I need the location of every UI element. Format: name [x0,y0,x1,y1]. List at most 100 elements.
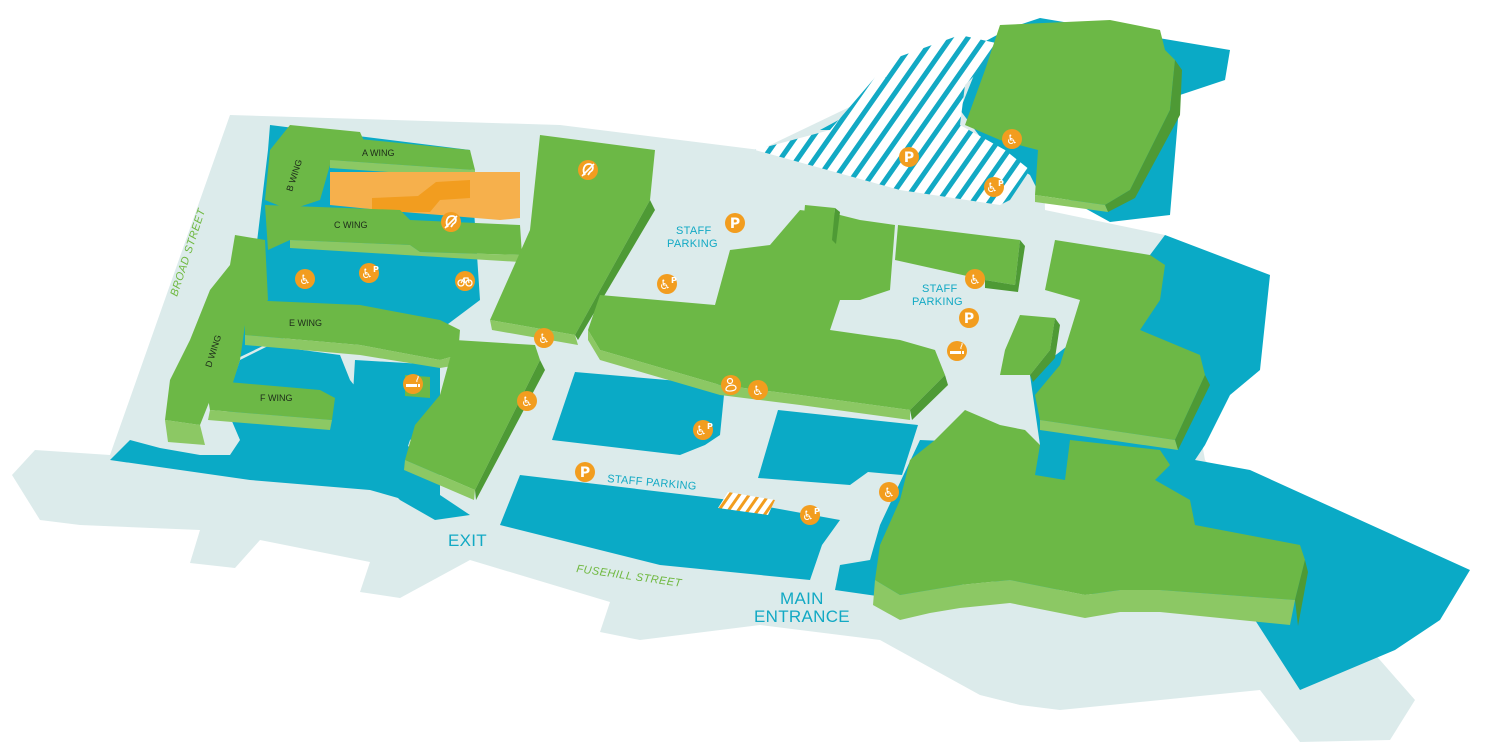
svg-text:♿: ♿ [986,181,998,196]
wheelchair-icon: ♿ [879,482,899,502]
e-wing-front [245,335,458,368]
central-main-front [588,330,910,420]
svg-text:♿: ♿ [299,273,311,288]
hearing-loop-icon [578,160,598,180]
svg-text:P: P [671,276,677,285]
bicycle-icon [455,271,475,291]
svg-text:P: P [814,507,820,516]
water-pond-small [392,258,435,290]
svg-text:♿: ♿ [802,509,814,524]
baby-change-icon [721,375,741,395]
wheelchair-icon: ♿ [534,328,554,348]
svg-text:♿: ♿ [1006,133,1018,148]
wing-label-a: A WING [362,148,395,158]
parking-icon: P [725,213,745,233]
east-block-top [1035,240,1205,440]
c-wing-building [265,205,522,255]
southeast-side [1295,560,1308,626]
building-southwest [405,340,540,490]
lot-label-staff-east-1: STAFF [922,283,958,295]
hatched-parking-north [755,35,1030,205]
svg-text:P: P [730,216,740,232]
buildings [165,20,1308,626]
accessible-parking-icon: ♿P [657,274,677,294]
main-entrance-label-1: MAIN [780,589,824,608]
building-central [588,205,1025,420]
d-wing-front [165,420,205,445]
tall-block-west [490,135,655,335]
east-small-block-side [1030,318,1060,382]
svg-text:♿: ♿ [659,278,671,293]
svg-text:♿: ♿ [521,395,533,410]
building-west-complex [165,125,655,500]
north-block-side [1105,60,1182,212]
central-main-top [588,210,945,410]
building-southeast [873,410,1308,626]
svg-text:P: P [707,422,713,431]
building-southwest-front [404,460,475,500]
wing-label-f: F WING [260,393,293,403]
central-annex-ne [895,225,1020,285]
central-tower-small [802,205,835,240]
parking-icon: P [575,462,595,482]
southeast-top [875,410,1305,600]
parking-icon: P [959,308,979,328]
wing-label-c: C WING [334,220,368,230]
e-wing-building [245,300,460,360]
wheelchair-icon: ♿ [517,391,537,411]
north-block-top [965,20,1175,205]
accessible-parking-icon: ♿P [984,177,1004,197]
hearing-loop-icon [441,212,461,232]
svg-text:♿: ♿ [883,486,895,501]
lot-label-staff-east-2: PARKING [912,296,963,308]
smoking-area-icon [403,374,423,394]
svg-text:♿: ♿ [969,273,981,288]
building-north [965,20,1182,212]
water-south [500,475,840,580]
f-wing-building [205,380,335,420]
water-central-right [758,410,918,485]
svg-text:P: P [373,265,379,274]
svg-text:P: P [998,179,1004,188]
water-central-left [552,372,725,455]
hatched-area-south [718,492,775,515]
north-block-front [1035,195,1108,212]
lot-label-staff-north-2: PARKING [667,238,718,250]
c-wing-front [290,240,522,262]
a-wing-building [320,135,475,170]
svg-text:P: P [904,150,914,166]
accessible-parking-icon: ♿P [800,505,820,525]
building-east [1000,240,1210,450]
svg-text:♿: ♿ [538,332,550,347]
svg-text:♿: ♿ [695,424,707,439]
wing-label-e: E WING [289,318,322,328]
east-block-side [1175,375,1210,450]
southeast-front [873,580,1295,625]
main-entrance-label-2: ENTRANCE [754,607,850,626]
smoking-area-icon [947,341,967,361]
svg-text:♿: ♿ [752,384,764,399]
lot-label-staff-north-1: STAFF [676,225,712,237]
exit-label: EXIT [448,531,487,550]
accessible-parking-icon: ♿P [359,263,379,283]
svg-text:♿: ♿ [361,267,373,282]
svg-text:P: P [580,465,590,481]
water-west-inner [352,360,470,520]
central-main-side [910,375,948,420]
wheelchair-icon: ♿ [1002,129,1022,149]
f-wing-front [208,410,332,430]
tall-block-west-front [490,320,578,345]
svg-text:P: P [964,311,974,327]
east-block-front [1040,420,1178,450]
wheelchair-icon: ♿ [965,269,985,289]
wheelchair-icon: ♿ [295,269,315,289]
parking-icon: P [899,147,919,167]
d-wing-building [165,235,268,425]
central-annex-ne-side [985,240,1025,292]
tall-block-west-side [575,200,655,340]
wheelchair-icon: ♿ [748,380,768,400]
highlighted-department-corridor [372,180,470,212]
accessible-parking-icon: ♿P [693,420,713,440]
